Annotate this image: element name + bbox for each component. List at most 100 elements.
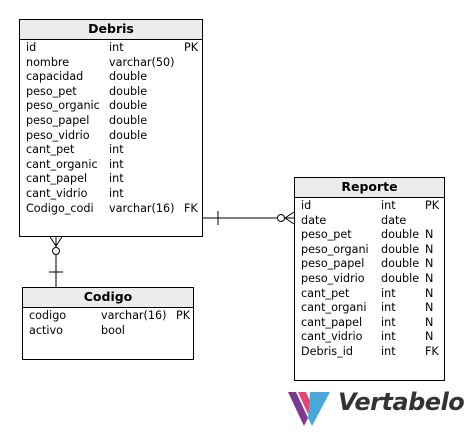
column-name: cant_organic (26, 157, 98, 171)
column-type: double (109, 128, 148, 142)
column-key: N (425, 228, 434, 242)
column-name: cant_vidrio (301, 330, 363, 344)
column-key: FK (184, 201, 198, 215)
column-row[interactable]: capacidad double (20, 70, 202, 85)
column-row[interactable]: id int PK (295, 199, 444, 214)
column-type: varchar(50) (109, 55, 175, 69)
entity-title: Reporte (295, 178, 444, 198)
column-row[interactable]: Debris_id int FK (295, 345, 444, 360)
column-name: cant_pet (301, 286, 350, 300)
column-list: codigo varchar(16) PK activo bool (23, 308, 193, 338)
column-type: double (381, 228, 420, 242)
column-type: date (381, 213, 407, 227)
column-type: double (381, 257, 420, 271)
column-row[interactable]: peso_papel double N (295, 257, 444, 272)
column-row[interactable]: cant_papel int N (295, 316, 444, 331)
column-name: codigo (29, 309, 67, 322)
column-type: int (109, 157, 124, 171)
column-row[interactable]: peso_pet double (20, 85, 202, 100)
column-type: double (381, 242, 420, 256)
vertabelo-mark-icon (288, 392, 330, 426)
column-type: int (381, 286, 396, 300)
column-type: double (109, 99, 148, 113)
column-row[interactable]: cant_organic int (20, 158, 202, 173)
column-type: int (381, 330, 396, 344)
column-name: date (301, 213, 327, 227)
column-type: varchar(16) (101, 309, 167, 322)
column-row[interactable]: peso_organic double (20, 99, 202, 114)
column-key: PK (176, 309, 191, 322)
column-row[interactable]: nombre varchar(50) (20, 56, 202, 71)
column-type: varchar(16) (109, 201, 175, 215)
column-row[interactable]: activo bool (23, 324, 193, 339)
column-type: int (381, 199, 396, 212)
entity-title: Debris (20, 20, 202, 40)
column-row[interactable]: cant_organi int N (295, 301, 444, 316)
column-name: cant_pet (26, 143, 75, 157)
column-row[interactable]: peso_vidrio double N (295, 272, 444, 287)
logo-text: Vertabelo (338, 388, 464, 416)
column-key: FK (425, 344, 439, 358)
column-name: activo (29, 323, 63, 337)
column-name: peso_pet (26, 84, 77, 98)
column-name: peso_pet (301, 228, 352, 242)
column-name: peso_vidrio (26, 128, 90, 142)
column-name: peso_papel (301, 257, 365, 271)
column-name: peso_organi (301, 242, 369, 256)
column-type: int (381, 301, 396, 315)
column-key: N (425, 315, 434, 329)
column-name: peso_vidrio (301, 271, 365, 285)
column-name: cant_organi (301, 301, 367, 315)
column-type: bool (101, 323, 125, 337)
column-name: capacidad (26, 70, 84, 84)
column-name: id (26, 41, 37, 54)
column-name: peso_organic (26, 99, 100, 113)
column-row[interactable]: cant_vidrio int (20, 187, 202, 202)
column-type: double (109, 113, 148, 127)
column-type: int (109, 143, 124, 157)
column-key: N (425, 242, 434, 256)
column-type: double (381, 271, 420, 285)
column-key: N (425, 301, 434, 315)
column-row[interactable]: peso_vidrio double (20, 129, 202, 144)
column-row[interactable]: cant_pet int (20, 143, 202, 158)
column-type: int (109, 172, 124, 186)
column-type: double (109, 84, 148, 98)
column-key: N (425, 271, 434, 285)
column-row[interactable]: codigo varchar(16) PK (23, 309, 193, 324)
relationship-debris-reporte[interactable] (203, 211, 295, 225)
column-row[interactable]: peso_organi double N (295, 243, 444, 258)
column-name: Debris_id (301, 344, 353, 358)
column-row[interactable]: peso_pet double N (295, 228, 444, 243)
column-key: N (425, 286, 434, 300)
entity-codigo[interactable]: Codigo codigo varchar(16) PK activo bool (22, 287, 194, 360)
column-key: N (425, 257, 434, 271)
column-key: PK (425, 199, 440, 212)
column-type: double (109, 70, 148, 84)
column-row[interactable]: date date (295, 214, 444, 229)
column-type: int (109, 41, 124, 54)
column-row[interactable]: cant_papel int (20, 172, 202, 187)
column-key: N (425, 330, 434, 344)
column-name: id (301, 199, 312, 212)
entity-title: Codigo (23, 288, 193, 308)
column-row[interactable]: cant_vidrio int N (295, 330, 444, 345)
column-name: nombre (26, 55, 70, 69)
column-name: cant_papel (26, 172, 88, 186)
column-type: int (109, 186, 124, 200)
column-row[interactable]: cant_pet int N (295, 287, 444, 302)
relationship-codigo-debris[interactable] (49, 236, 63, 287)
column-name: cant_vidrio (26, 186, 88, 200)
column-type: int (381, 344, 396, 358)
vertabelo-logo: Vertabelo (286, 388, 464, 430)
column-type: int (381, 315, 396, 329)
column-name: cant_papel (301, 315, 363, 329)
